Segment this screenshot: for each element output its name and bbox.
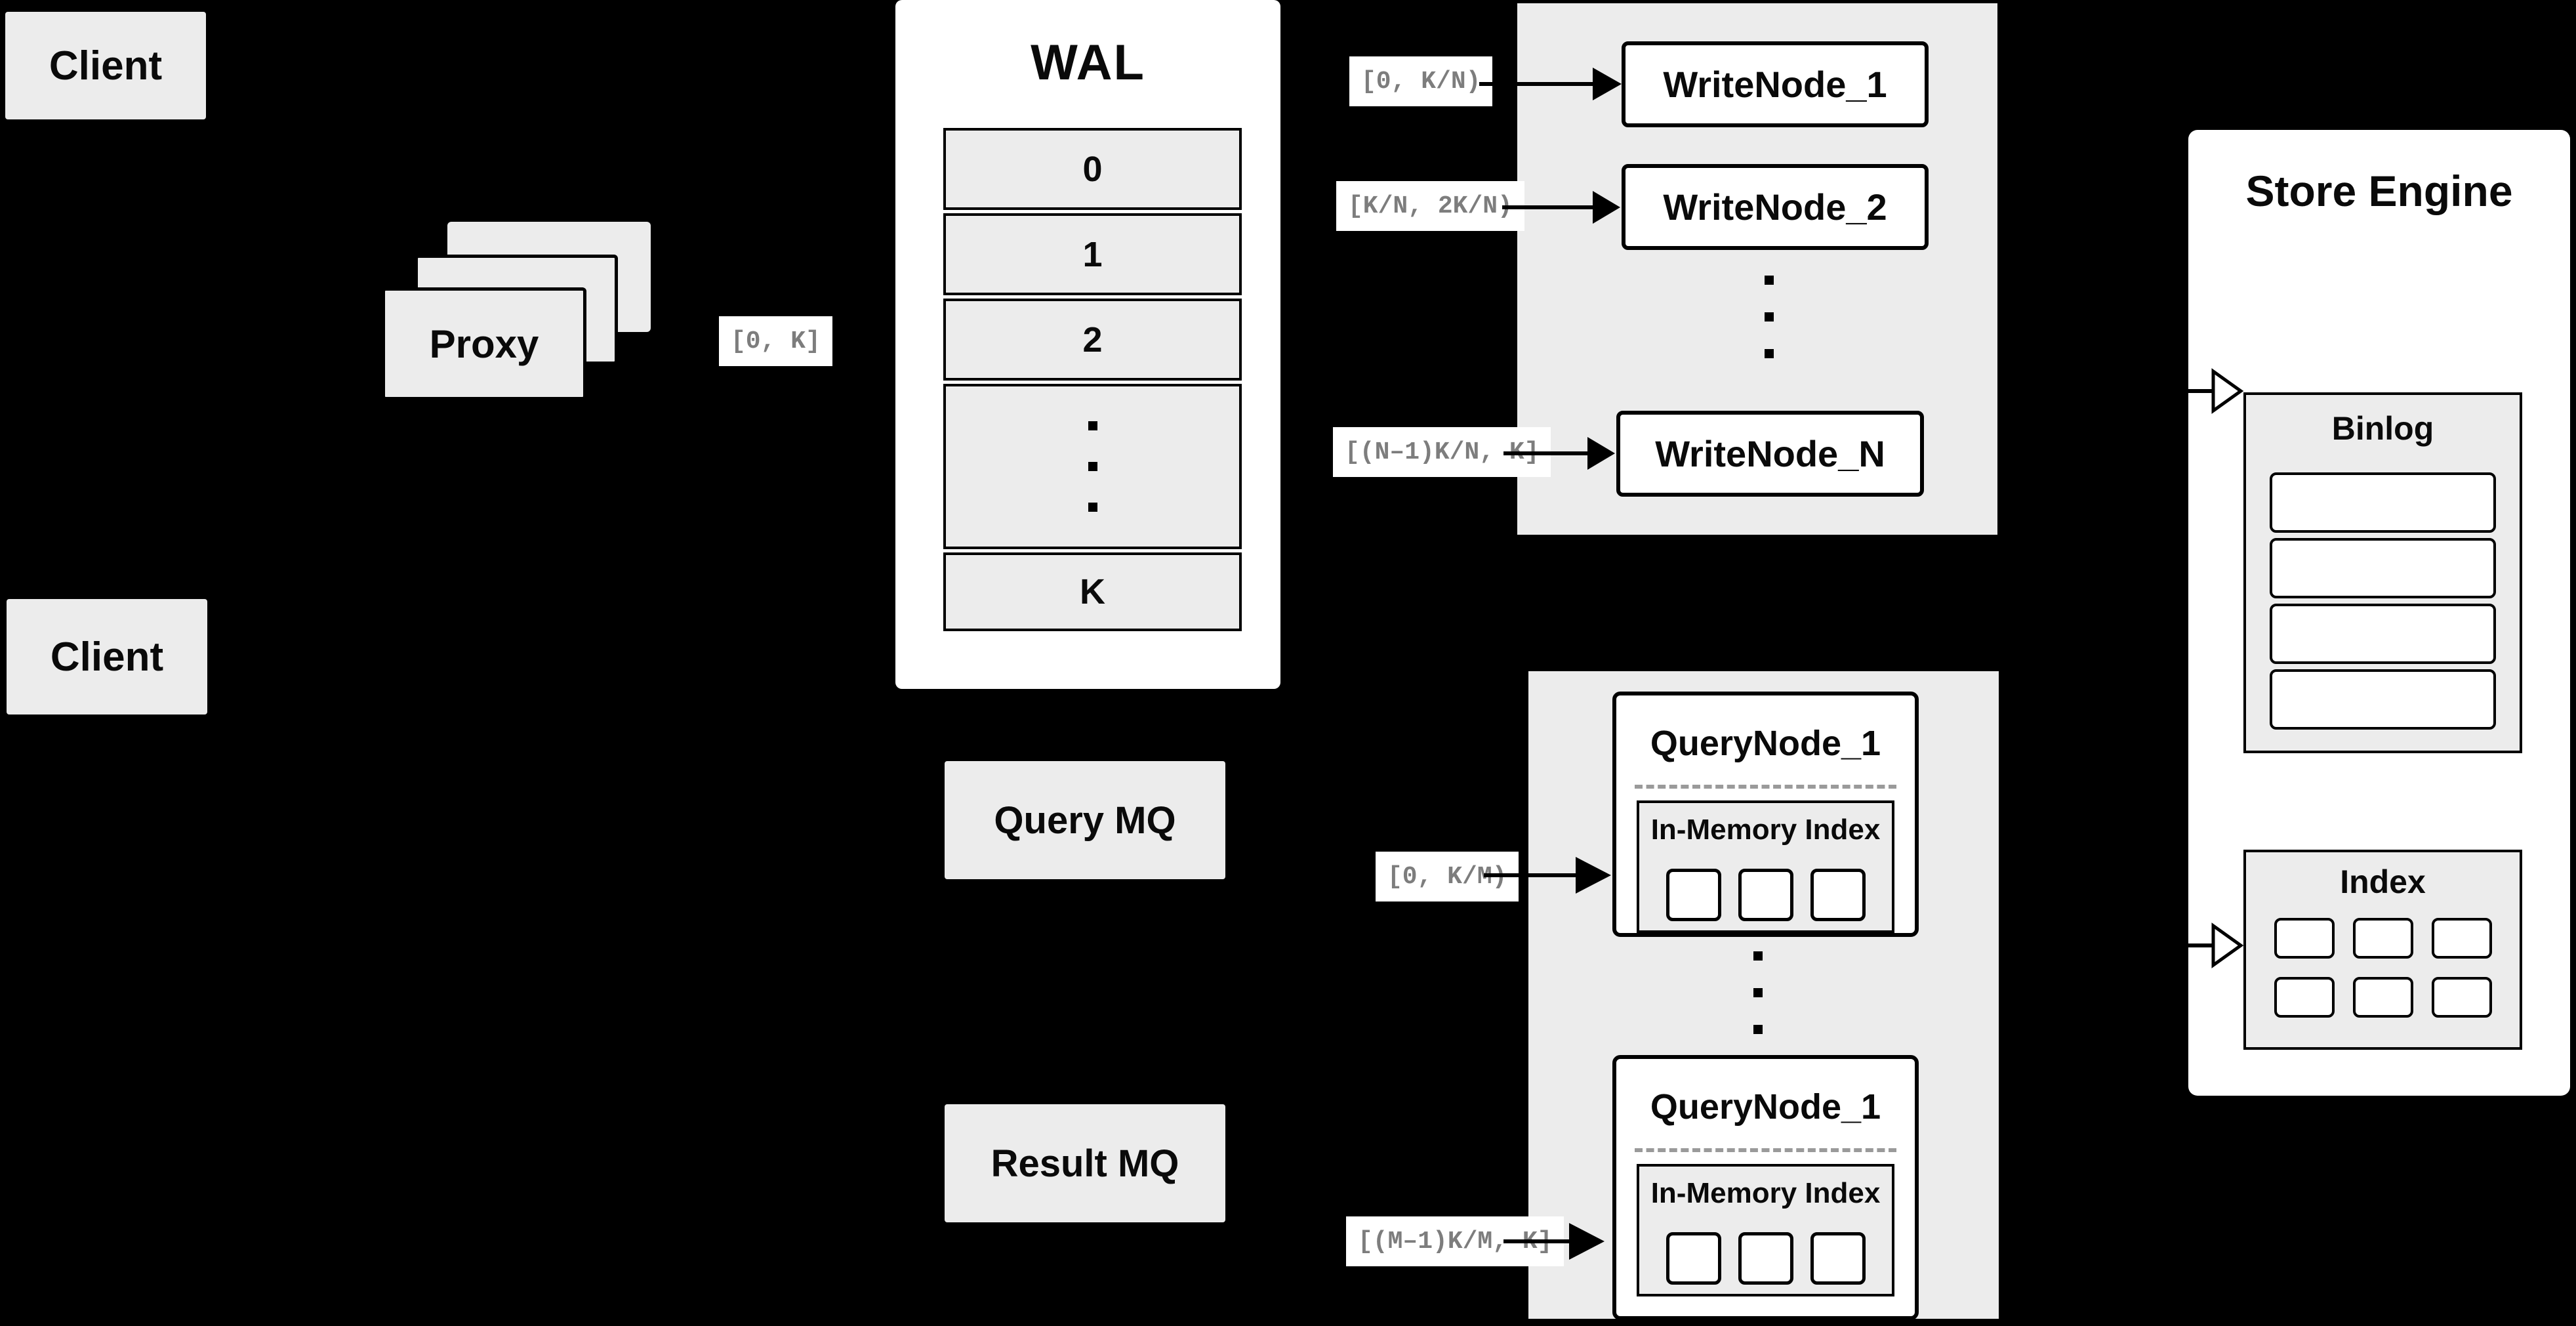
segment-square <box>1738 1232 1793 1285</box>
wal-row-1-label: 1 <box>1082 234 1103 274</box>
range-label-write-n: [(N–1)K/N, K] <box>1333 427 1551 477</box>
result-mq-box: Result MQ <box>945 1104 1225 1222</box>
query-node-m-box: QueryNode_1 In-Memory Index <box>1612 1055 1919 1320</box>
write-ellipsis-dot <box>1765 349 1774 358</box>
index-box: Index <box>2243 850 2522 1050</box>
dashed-divider <box>1635 1148 1896 1152</box>
proxy-label: Proxy <box>429 321 539 366</box>
query-mq-label: Query MQ <box>994 798 1176 842</box>
write-node-2-label: WriteNode_2 <box>1663 186 1887 228</box>
write-node-1-box: WriteNode_1 <box>1622 41 1929 127</box>
segment-square <box>1666 1232 1721 1285</box>
wal-row-ellipsis <box>943 384 1242 549</box>
segment-square <box>2431 977 2492 1018</box>
write-node-n-box: WriteNode_N <box>1616 411 1924 497</box>
binlog-row <box>2270 669 2496 730</box>
write-node-1-label: WriteNode_1 <box>1663 64 1887 105</box>
wal-row-0: 0 <box>943 128 1242 210</box>
binlog-row <box>2270 538 2496 598</box>
range-label-query-1: [0, K/M) <box>1376 852 1519 901</box>
client-top-label: Client <box>49 43 163 89</box>
wal-ellipsis-icon <box>1088 421 1097 512</box>
query-ellipsis-dot <box>1753 988 1763 997</box>
write-ellipsis-dot <box>1765 276 1774 285</box>
write-node-n-label: WriteNode_N <box>1655 433 1885 474</box>
segment-square <box>2274 977 2335 1018</box>
dashed-divider <box>1635 785 1896 789</box>
query-ellipsis-dot <box>1753 1025 1763 1034</box>
write-ellipsis-dot <box>1765 312 1774 321</box>
wal-row-1: 1 <box>943 213 1242 295</box>
query-node-1-title: QueryNode_1 <box>1650 724 1881 763</box>
segment-square <box>2352 977 2413 1018</box>
wal-row-0-label: 0 <box>1082 149 1103 189</box>
in-memory-index-2-label: In-Memory Index <box>1650 1177 1881 1209</box>
query-node-1-box: QueryNode_1 In-Memory Index <box>1612 692 1919 937</box>
range-label-write-1: [0, K/N) <box>1349 56 1493 106</box>
binlog-box: Binlog <box>2243 392 2522 753</box>
client-bottom-label: Client <box>50 634 164 680</box>
in-memory-index-box-1: In-Memory Index <box>1637 800 1894 933</box>
wal-row-k: K <box>943 552 1242 631</box>
range-label-write-2: [K/N, 2K/N) <box>1336 181 1524 231</box>
segment-square <box>1810 1232 1866 1285</box>
segment-square <box>1738 869 1793 921</box>
index-segments-row-1 <box>2246 918 2520 959</box>
range-label-query-m: [(M–1)K/M, K] <box>1346 1216 1564 1266</box>
wal-row-2-label: 2 <box>1082 320 1103 360</box>
query-node-m-title: QueryNode_1 <box>1650 1087 1881 1127</box>
client-box-bottom: Client <box>7 599 207 715</box>
segment-square <box>2352 918 2413 959</box>
segment-square <box>2431 918 2492 959</box>
in-memory-index-1-label: In-Memory Index <box>1650 814 1881 846</box>
write-node-2-box: WriteNode_2 <box>1622 164 1929 250</box>
index-title: Index <box>2340 863 2426 900</box>
binlog-title: Binlog <box>2331 410 2434 447</box>
proxy-box: Proxy <box>382 287 586 400</box>
result-mq-label: Result MQ <box>991 1142 1179 1185</box>
segment-square <box>1666 869 1721 921</box>
binlog-row <box>2270 472 2496 533</box>
wal-row-k-label: K <box>1080 572 1105 611</box>
wal-title: WAL <box>1031 35 1145 91</box>
query-mq-box: Query MQ <box>945 761 1225 879</box>
index-segments <box>1639 869 1892 921</box>
wal-row-2: 2 <box>943 299 1242 381</box>
wal-box: WAL 0 1 2 K <box>895 0 1280 689</box>
index-segments-row-2 <box>2246 977 2520 1018</box>
range-label-proxy-wal: [0, K] <box>719 316 832 366</box>
client-box-top: Client <box>5 12 206 119</box>
index-segments <box>1639 1232 1892 1285</box>
store-engine-box: Store Engine Binlog Index <box>2188 130 2570 1096</box>
segment-square <box>2274 918 2335 959</box>
store-engine-title: Store Engine <box>2245 167 2513 215</box>
binlog-row <box>2270 604 2496 664</box>
in-memory-index-box-2: In-Memory Index <box>1637 1164 1894 1296</box>
query-ellipsis-dot <box>1753 951 1763 961</box>
segment-square <box>1810 869 1866 921</box>
